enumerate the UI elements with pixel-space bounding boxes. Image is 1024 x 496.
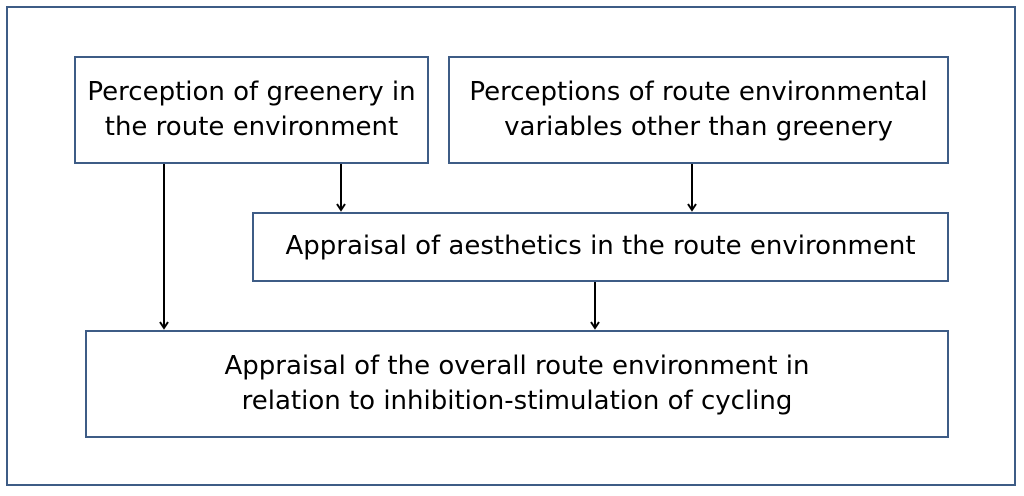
other-variables-perception-box: Perceptions of route environmental varia… — [448, 56, 949, 164]
greenery-perception-line1: Perception of greenery in — [87, 76, 416, 107]
greenery-perception-box: Perception of greenery in the route envi… — [74, 56, 429, 164]
greenery-perception-line2: the route environment — [104, 112, 399, 142]
overall-appraisal-line2: relation to inhibition-stimulation of cy… — [241, 386, 793, 416]
aesthetics-appraisal-box: Appraisal of aesthetics in the route env… — [252, 212, 949, 282]
other-variables-line1: Perceptions of route environmental — [469, 76, 928, 107]
other-variables-line2: variables other than greenery — [504, 112, 893, 142]
aesthetics-appraisal-label: Appraisal of aesthetics in the route env… — [285, 231, 916, 262]
overall-appraisal-box: Appraisal of the overall route environme… — [85, 330, 949, 438]
overall-appraisal-line1: Appraisal of the overall route environme… — [224, 350, 810, 381]
